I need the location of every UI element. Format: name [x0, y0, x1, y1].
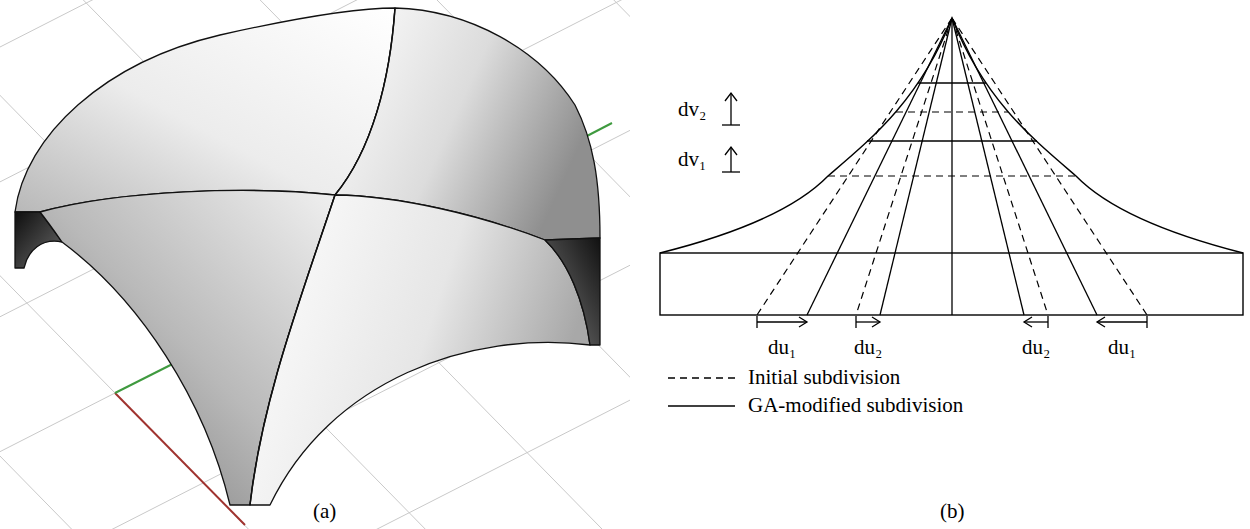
- dimension-label: dv₂: [676, 98, 708, 121]
- grid-line: [0, 0, 630, 529]
- arrow-head: [872, 317, 880, 327]
- ground-grid: [0, 0, 630, 529]
- arrow-shaft: [757, 321, 807, 322]
- solid-u-line: [952, 18, 1024, 315]
- solid-v-line: [867, 140, 1037, 141]
- dimension-label: du₁: [766, 336, 798, 359]
- grid-line: [0, 0, 630, 529]
- arrow-shaft: [1024, 321, 1048, 322]
- grid-line: [0, 0, 630, 529]
- arrow-shaft: [1097, 321, 1147, 322]
- initial-subdivision: [757, 18, 1147, 315]
- legend-text: GA-modified subdivision: [748, 394, 963, 417]
- arrow-head: [799, 317, 807, 327]
- arrow-shaft: [730, 147, 731, 172]
- grid-line: [0, 0, 630, 529]
- dashed-u-line: [952, 18, 1048, 315]
- arrow-head: [1024, 317, 1032, 327]
- legend-entry: Initial subdivision: [668, 364, 900, 392]
- groin-seam: [250, 195, 335, 505]
- grid-line: [0, 0, 630, 529]
- arrow-shaft: [856, 321, 880, 322]
- arrow-shaft: [730, 93, 731, 125]
- vault-surface: [15, 8, 395, 212]
- legend-line-sample: [668, 373, 736, 383]
- grid-line: [0, 0, 630, 529]
- legend-line: [668, 377, 735, 378]
- solid-u-line: [880, 18, 952, 315]
- grid-line: [0, 0, 630, 529]
- dashed-u-line: [757, 18, 952, 315]
- grid-line: [0, 0, 630, 529]
- panel-label: (b): [938, 500, 967, 523]
- vault-surface: [250, 195, 590, 505]
- solid-u-line: [807, 18, 952, 315]
- panel-label: (a): [311, 500, 338, 523]
- legend-line: [668, 405, 735, 406]
- dimension-label: du₂: [852, 336, 884, 359]
- vault-opening: [545, 238, 600, 345]
- legend-line-sample: [668, 401, 736, 411]
- solid-u-line: [951, 18, 952, 315]
- dimension-label: dv₁: [676, 148, 708, 171]
- solid-v-line: [918, 82, 986, 83]
- cross-vault: [15, 8, 600, 505]
- grid-line: [0, 0, 630, 529]
- solid-u-line: [952, 18, 1097, 315]
- arrow-head: [725, 147, 737, 155]
- grid-line: [0, 0, 630, 529]
- dimension-label: du₁: [1106, 336, 1138, 359]
- grid-line: [0, 0, 399, 222]
- grid-line: [0, 0, 630, 529]
- subdivision-diagram: [660, 18, 1243, 328]
- arrow-head: [1097, 317, 1105, 327]
- grid-line: [0, 0, 630, 529]
- modified-subdivision: [807, 18, 1097, 315]
- shift-arrows: [722, 93, 1147, 328]
- legend-text: Initial subdivision: [748, 366, 900, 389]
- dashed-u-line: [952, 18, 1147, 315]
- grid-line: [0, 0, 630, 529]
- groin-seam: [335, 8, 395, 195]
- arrow-head: [725, 93, 737, 101]
- dashed-u-line: [856, 18, 952, 315]
- grid-line: [0, 0, 630, 529]
- dimension-label: du₂: [1020, 336, 1052, 359]
- legend-entry: GA-modified subdivision: [668, 392, 963, 420]
